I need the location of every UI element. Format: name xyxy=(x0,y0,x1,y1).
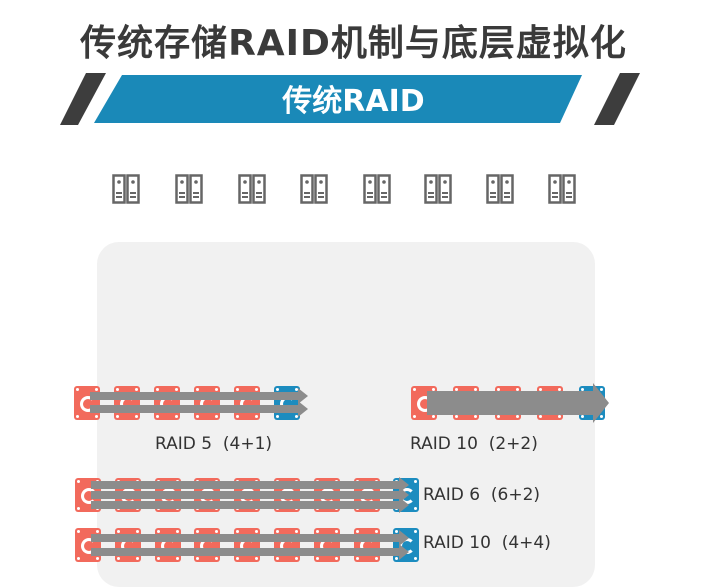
section-banner xyxy=(60,73,640,125)
data-disk-icon xyxy=(75,528,101,562)
stripe-arrow xyxy=(90,388,308,404)
stripe-arrow xyxy=(91,477,410,493)
server-icon xyxy=(238,174,266,204)
page-title: 传统存储RAID机制与底层虚拟化 xyxy=(80,23,627,64)
stripe-arrow xyxy=(91,544,410,560)
stripe-arrow xyxy=(90,401,308,417)
data-disk-icon xyxy=(74,386,100,420)
stripe-arrow xyxy=(91,530,410,546)
server-icon xyxy=(112,174,140,204)
data-disk-icon xyxy=(234,386,260,420)
server-icon xyxy=(548,174,576,204)
raid-label: RAID 5 (4+1) xyxy=(155,434,273,454)
raid-label: RAID 10 (2+2) xyxy=(410,434,538,454)
section-title: 传统RAID xyxy=(282,84,425,119)
stripe-arrow xyxy=(91,487,410,503)
raid-label: RAID 6 (6+2) xyxy=(423,485,541,505)
server-icon xyxy=(486,174,514,204)
raid-label: RAID 10 (4+4) xyxy=(423,533,551,553)
data-disk-icon xyxy=(154,528,181,562)
data-disk-icon xyxy=(114,528,141,562)
stripe-arrow xyxy=(427,383,609,423)
stripe-arrow xyxy=(91,497,410,513)
server-icon xyxy=(363,174,391,204)
server-icon xyxy=(424,174,452,204)
server-icon xyxy=(300,174,328,204)
server-icon xyxy=(175,174,203,204)
